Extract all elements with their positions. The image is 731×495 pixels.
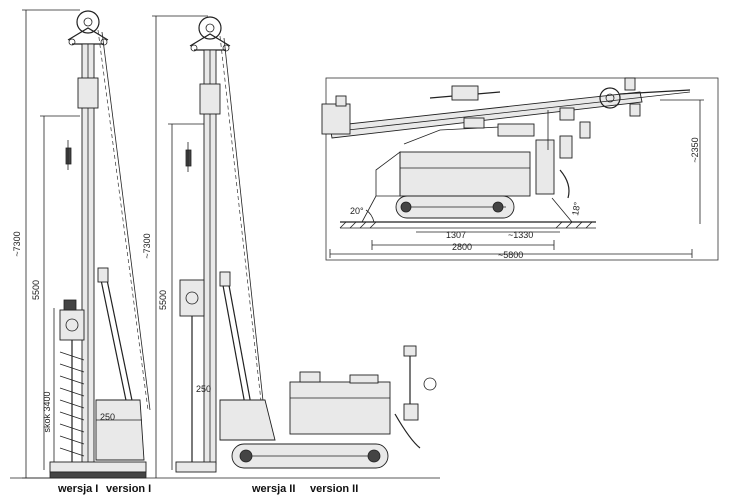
rig2-total-height: ~7300 [142,233,152,258]
rig1-stroke: skok 3400 [42,391,52,432]
caption-version2-pl: wersja II [251,483,295,495]
rig1-total-height: ~7300 [12,231,22,256]
transport-dim-1330: ~1330 [508,230,533,240]
rig-version-2: ~7300 5500 250 [142,15,440,479]
rig1-bracket: 250 [100,412,115,422]
transport-dim-2800: 2800 [452,242,472,252]
transport-dim-5800: ~5800 [498,250,523,260]
transport-dim-1307: 1307 [446,230,466,240]
rig2-bracket: 250 [196,384,211,394]
transport-angle-front: 20° [350,206,364,216]
transport-angle-rear: 18° [570,201,582,217]
rig2-mast-height: 5500 [158,290,168,310]
rig-version-1: ~7300 5500 skok 3400 [10,9,151,479]
rig1-mast-height: 5500 [31,280,41,300]
caption-version1-pl: wersja I [57,483,98,495]
transport-view: ~2350 [321,77,719,261]
caption-version1-en: version I [106,483,151,495]
transport-height: ~2350 [690,137,700,162]
caption-version2-en: version II [310,483,358,495]
